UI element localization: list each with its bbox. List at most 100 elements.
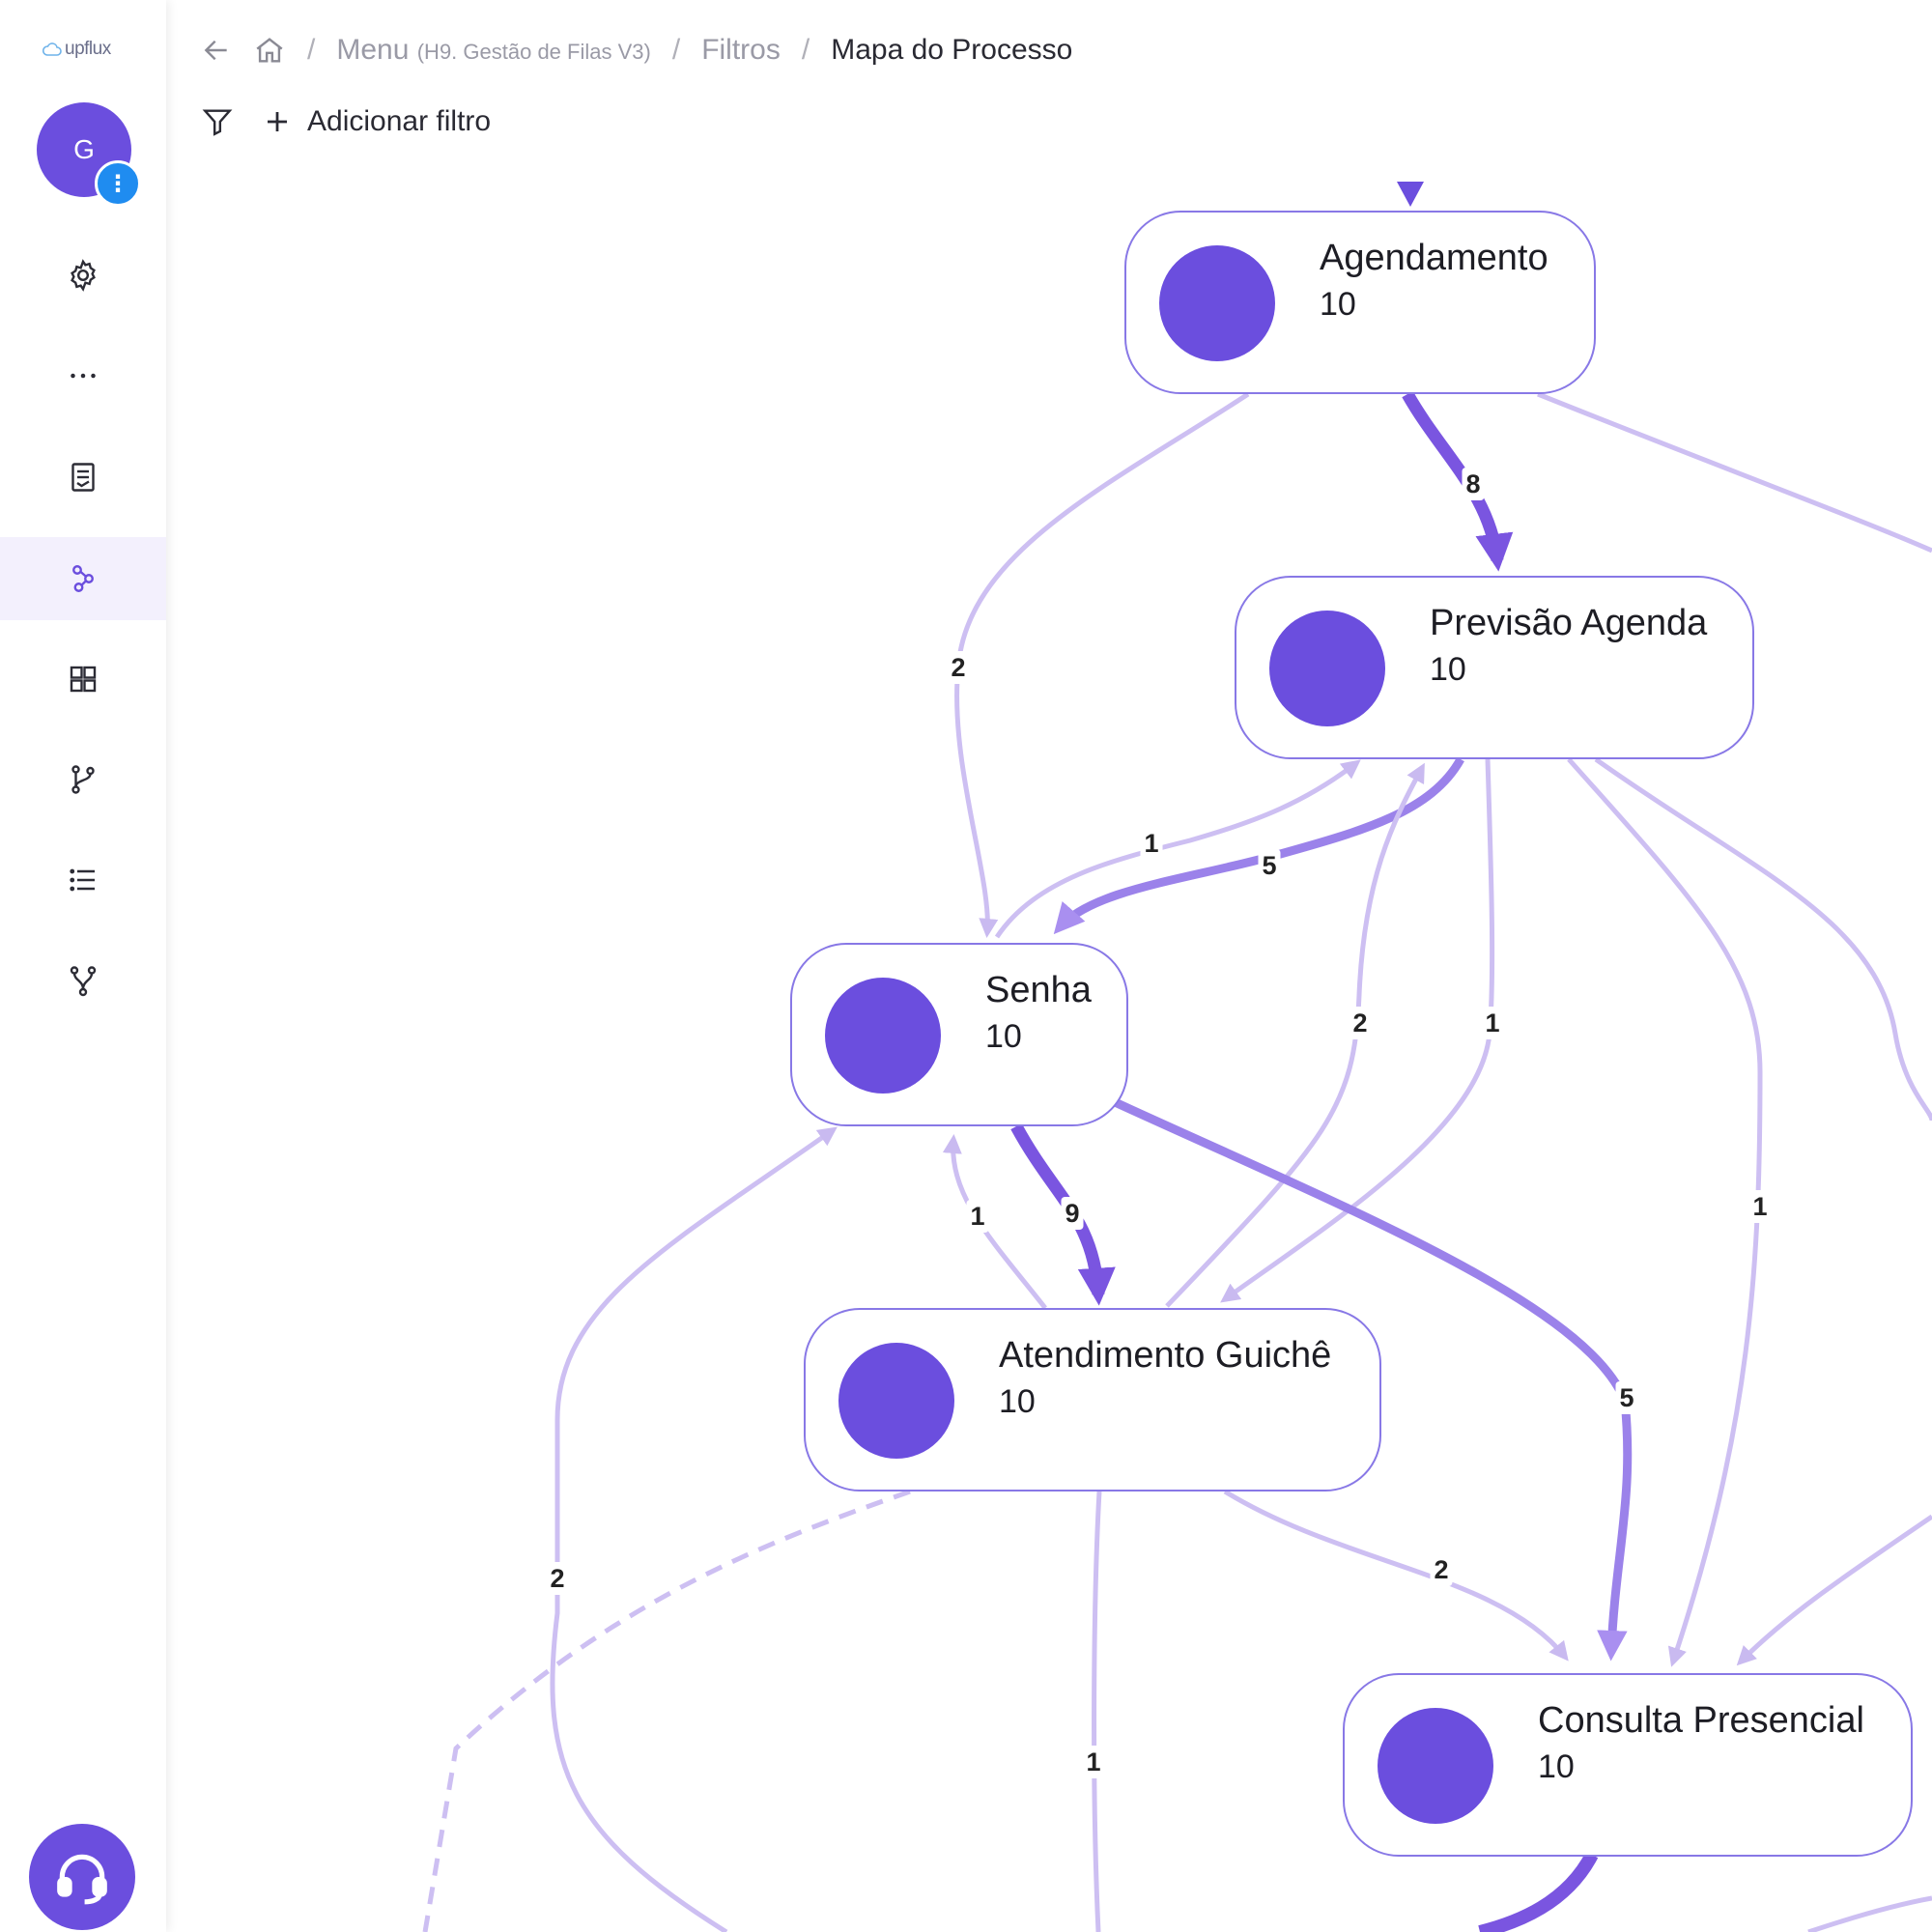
avatar[interactable]: G (37, 102, 131, 197)
cloud-icon (43, 43, 62, 56)
breadcrumb-item-menu[interactable]: Menu (H9. Gestão de Filas V3) (336, 34, 651, 67)
edge-label: 8 (1465, 469, 1480, 498)
node-agendamento[interactable]: Agendamento 10 (1124, 211, 1596, 394)
node-count: 10 (1430, 651, 1466, 688)
list-icon (70, 868, 95, 892)
sidebar-item-more[interactable] (0, 334, 166, 417)
edge-consulta-right[interactable] (1807, 1895, 1932, 1932)
edge-agendamento-senha[interactable] (954, 391, 1250, 938)
node-previsao-agenda[interactable]: Previsão Agenda 10 (1235, 576, 1754, 759)
avatar-initial: G (73, 134, 95, 164)
edge-label: 2 (1352, 1009, 1367, 1037)
edge-label-bg (1462, 468, 1485, 500)
document-icon (71, 463, 95, 492)
breadcrumb-item-filtros[interactable]: Filtros (701, 34, 781, 66)
edge-label-bg (966, 1200, 989, 1233)
node-count: 10 (985, 1018, 1022, 1055)
node-count: 10 (1320, 286, 1356, 323)
edge-senha-consulta[interactable] (1111, 1096, 1633, 1662)
activity-dot (1378, 1708, 1493, 1824)
sidebar-item-merge[interactable] (0, 939, 166, 1022)
add-filter-button[interactable]: Adicionar filtro (263, 105, 491, 138)
headset-icon (57, 1854, 107, 1905)
activity-dot (825, 978, 941, 1094)
filter-icon[interactable] (201, 105, 234, 138)
node-label: Atendimento Guichê (999, 1335, 1332, 1376)
merge-icon (70, 966, 97, 997)
node-label: Previsão Agenda (1430, 603, 1708, 643)
edge-label: 1 (1752, 1192, 1767, 1221)
back-arrow-icon[interactable] (201, 35, 232, 66)
edge-label: 5 (1262, 851, 1276, 880)
breadcrumb-sublabel: (H9. Gestão de Filas V3) (416, 40, 651, 64)
edge-right-consulta[interactable] (1736, 1514, 1932, 1666)
edge-consulta-down[interactable] (1478, 1851, 1599, 1932)
grid-icon (70, 666, 97, 693)
edge-guiche-consulta[interactable] (1223, 1489, 1569, 1662)
edge-label-bg (1481, 1007, 1504, 1039)
home-icon[interactable] (253, 34, 286, 67)
sidebar-item-process-map[interactable] (0, 537, 166, 620)
gear-icon (71, 259, 96, 292)
breadcrumb-separator: / (671, 34, 681, 66)
edge-label: 1 (1144, 829, 1158, 858)
edge-label-bg (947, 651, 970, 684)
edge-left-loop-senha[interactable] (550, 1126, 838, 1932)
edge-label: 9 (1065, 1199, 1079, 1228)
edge-label: 2 (951, 653, 965, 682)
activity-dot (1159, 245, 1275, 361)
node-label: Consulta Presencial (1538, 1700, 1864, 1741)
edge-label: 1 (1086, 1747, 1100, 1776)
node-label: Senha (985, 970, 1092, 1010)
kebab-icon: ⋮ (106, 170, 129, 197)
edge-label-bg (1430, 1553, 1453, 1586)
edge-senha-guiche[interactable] (1010, 1122, 1116, 1306)
edge-guiche-dashed[interactable] (422, 1489, 911, 1932)
sidebar-item-dashboard[interactable] (0, 638, 166, 721)
breadcrumb: / Menu (H9. Gestão de Filas V3) / Filtro… (201, 27, 1072, 73)
add-filter-label: Adicionar filtro (307, 105, 492, 137)
more-icon (71, 373, 96, 379)
process-map-canvas[interactable]: 8 2 5 1 2 1 1 9 1 5 (166, 145, 1932, 1932)
sidebar: upflux G ⋮ (0, 0, 166, 1932)
process-map-edges: 8 2 5 1 2 1 1 9 1 5 (422, 182, 1932, 1932)
app-logo[interactable]: upflux (43, 37, 129, 62)
edge-label-bg (1140, 827, 1163, 860)
node-consulta-presencial[interactable]: Consulta Presencial 10 (1343, 1673, 1913, 1857)
edge-previsao-right[interactable] (1594, 756, 1932, 1122)
node-count: 10 (1538, 1748, 1575, 1785)
breadcrumb-separator: / (307, 34, 316, 66)
edge-label: 5 (1619, 1383, 1634, 1412)
avatar-menu-button[interactable]: ⋮ (95, 160, 141, 207)
edge-previsao-consulta[interactable] (1567, 757, 1763, 1667)
edge-senha-previsao[interactable] (994, 759, 1361, 939)
edge-label-bg (1349, 1007, 1372, 1039)
activity-dot (838, 1343, 954, 1459)
node-label: Agendamento (1320, 238, 1548, 278)
sidebar-item-cases[interactable] (0, 838, 166, 922)
node-atendimento-guiche[interactable]: Atendimento Guichê 10 (804, 1308, 1381, 1492)
breadcrumb-item-current: Mapa do Processo (831, 34, 1073, 66)
support-button[interactable] (29, 1824, 135, 1930)
edge-guiche-end[interactable] (1092, 1491, 1102, 1932)
top-bar: / Menu (H9. Gestão de Filas V3) / Filtro… (166, 0, 1932, 174)
plus-icon (268, 112, 287, 131)
edge-previsao-senha[interactable] (1053, 756, 1464, 935)
process-map-icon (72, 565, 94, 592)
sidebar-item-variants[interactable] (0, 738, 166, 821)
activity-dot (1269, 611, 1385, 726)
node-senha[interactable]: Senha 10 (790, 943, 1128, 1126)
edge-label-bg (1258, 849, 1281, 882)
edge-label: 2 (1434, 1555, 1448, 1584)
start-marker (1397, 182, 1424, 207)
edge-label-bg (1748, 1190, 1772, 1223)
edge-previsao-guiche[interactable] (1220, 758, 1495, 1303)
edge-label-bg (1615, 1381, 1638, 1414)
sidebar-item-settings[interactable] (0, 234, 166, 317)
edge-label: 1 (970, 1202, 984, 1231)
edge-label: 2 (550, 1564, 564, 1593)
filter-bar: Adicionar filtro (201, 99, 491, 145)
sidebar-item-reports[interactable] (0, 436, 166, 519)
logo-text: upflux (65, 39, 111, 59)
edge-agendamento-right[interactable] (1537, 391, 1932, 554)
